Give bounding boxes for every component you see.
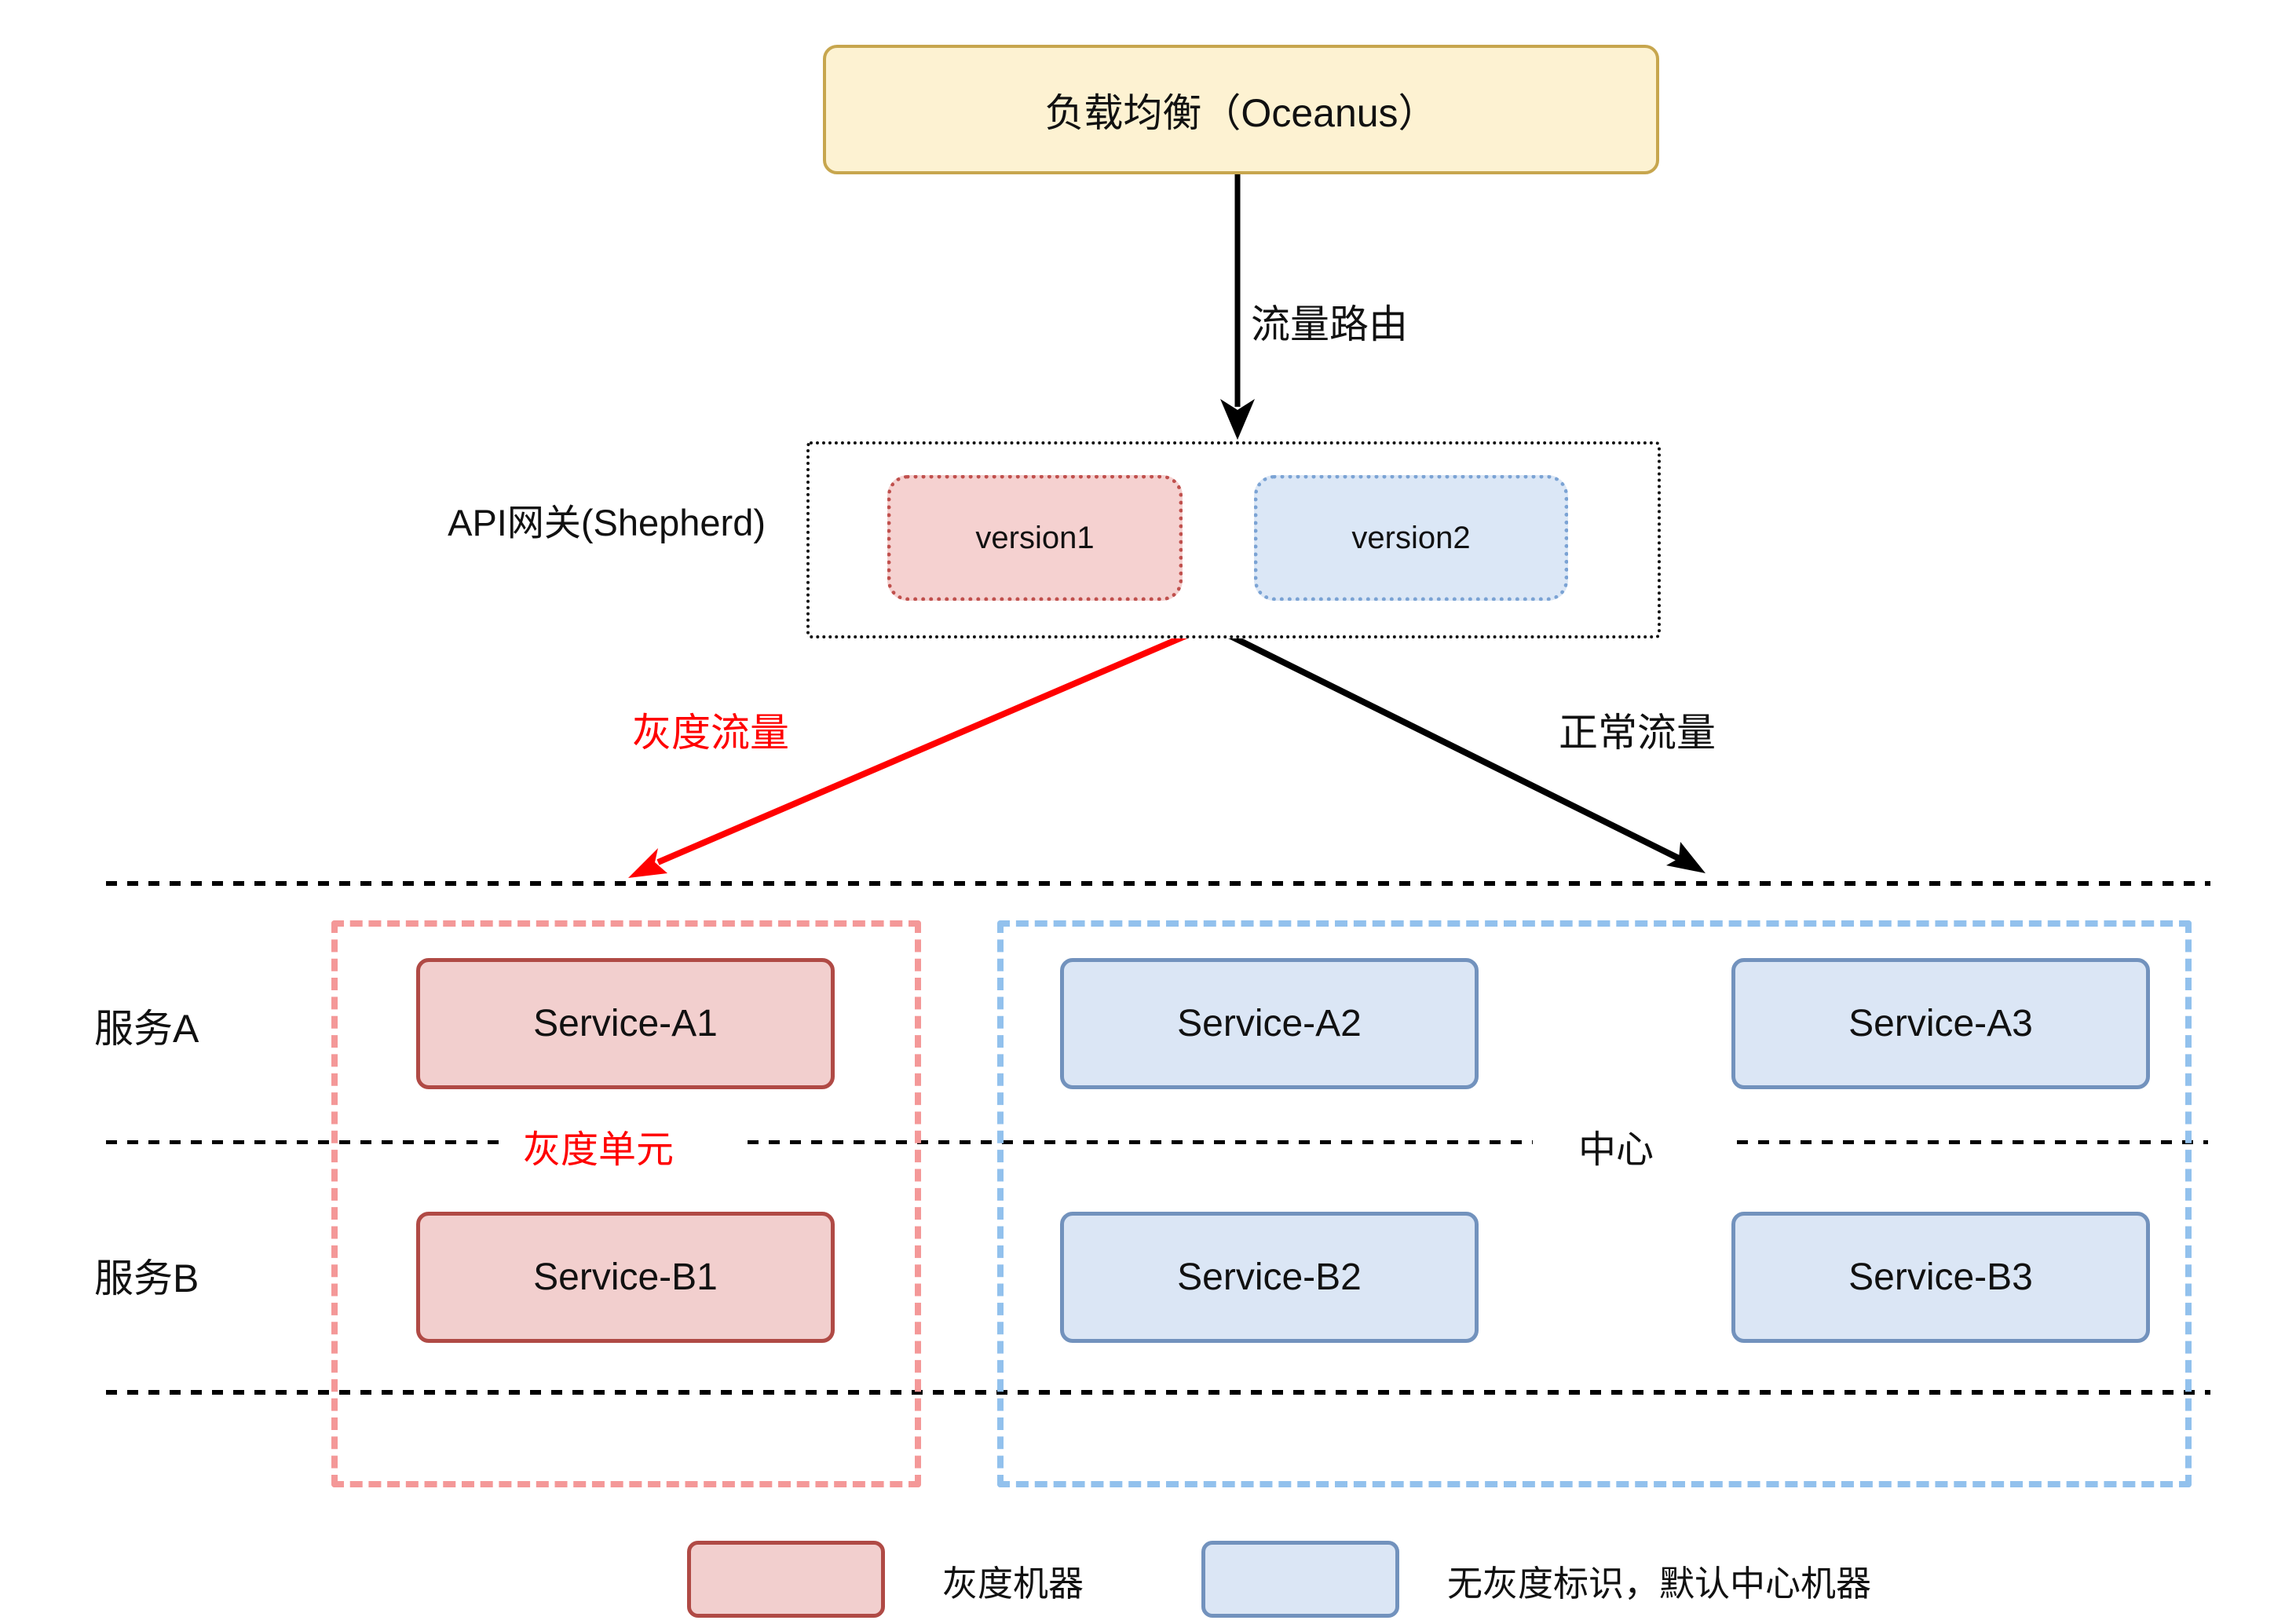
service-node-a2: Service-A2: [1060, 958, 1479, 1089]
version2-label: version2: [1351, 520, 1471, 555]
legend-gray-label: 灰度机器: [942, 1564, 1084, 1604]
service-node-a1: Service-A1: [416, 958, 835, 1089]
service-node-b1: Service-B1: [416, 1212, 835, 1343]
normal-traffic-label: 正常流量: [1559, 711, 1716, 755]
traffic-route-label: 流量路由: [1251, 302, 1408, 346]
boundary-line-bottom: [106, 1390, 2210, 1395]
gray-unit-container: [331, 920, 921, 1487]
load-balancer-label: 负载均衡（Oceanus）: [1044, 90, 1438, 135]
traffic-route-arrow: [1220, 168, 1255, 440]
legend-gray-swatch: [687, 1541, 885, 1618]
boundary-line-middle-center: [748, 1140, 1533, 1144]
gateway-version1-node: version1: [887, 475, 1183, 601]
load-balancer-node: 负载均衡（Oceanus）: [823, 45, 1659, 174]
service-node-b2: Service-B2: [1060, 1212, 1479, 1343]
service-a2-label: Service-A2: [1177, 1003, 1362, 1044]
service-b1-label: Service-B1: [533, 1256, 718, 1298]
legend-center-swatch: [1201, 1541, 1399, 1618]
version1-label: version1: [975, 520, 1095, 555]
gray-unit-label: 灰度单元: [512, 1118, 686, 1173]
gray-traffic-label: 灰度流量: [632, 711, 789, 755]
gateway-version2-node: version2: [1254, 475, 1568, 601]
legend-center-label: 无灰度标识，默认中心机器: [1447, 1564, 1872, 1604]
center-unit-label: 中心: [1567, 1118, 1665, 1173]
service-b2-label: Service-B2: [1177, 1256, 1362, 1298]
boundary-line-middle-left: [106, 1140, 503, 1144]
center-unit-container: [997, 920, 2192, 1487]
service-a3-label: Service-A3: [1848, 1003, 2033, 1044]
service-b3-label: Service-B3: [1848, 1256, 2033, 1298]
row-label-service-b: 服务B: [94, 1256, 199, 1300]
row-label-service-a: 服务A: [94, 1007, 199, 1051]
api-gateway-label: API网关(Shepherd): [448, 502, 766, 543]
service-node-a3: Service-A3: [1731, 958, 2150, 1089]
service-node-b3: Service-B3: [1731, 1212, 2150, 1343]
boundary-line-top: [106, 881, 2210, 886]
boundary-line-middle-right: [1737, 1140, 2208, 1144]
service-a1-label: Service-A1: [533, 1003, 718, 1044]
